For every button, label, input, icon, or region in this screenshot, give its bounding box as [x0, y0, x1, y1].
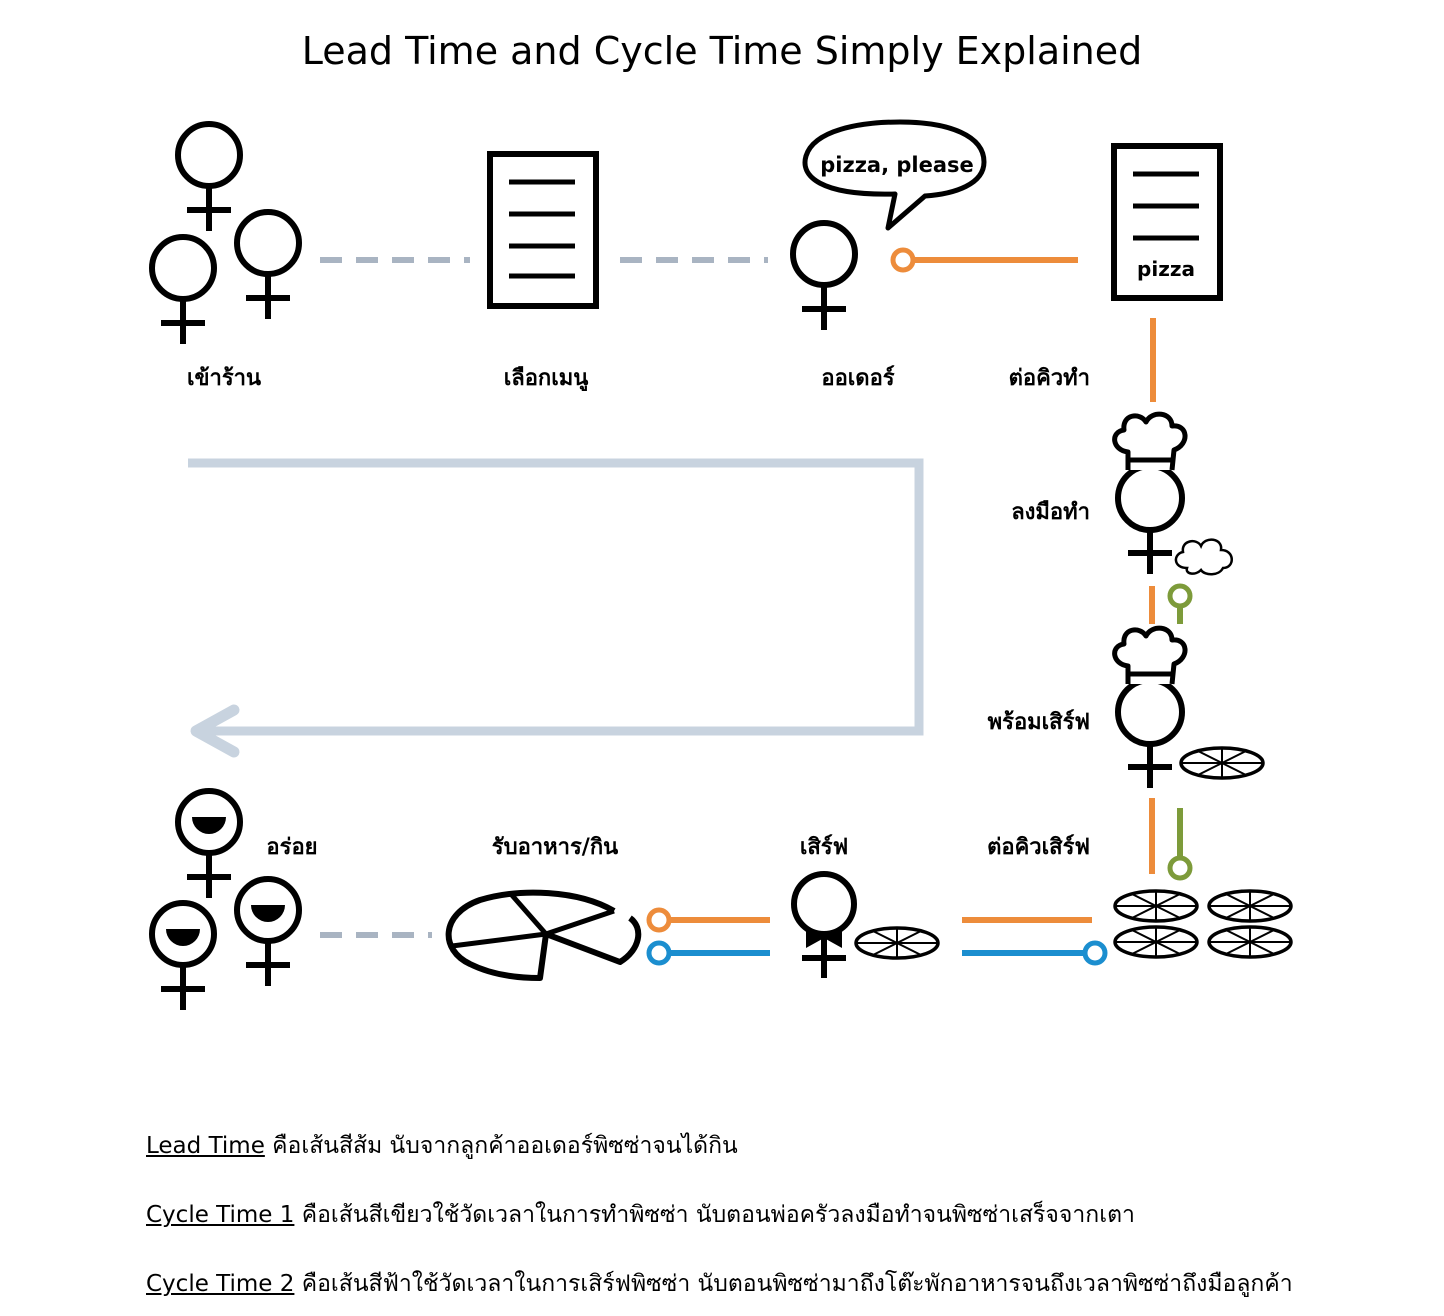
waiter-icon [791, 871, 940, 978]
step-label-enter-shop: เข้าร้าน [187, 366, 261, 391]
legend-term: Lead Time [146, 1133, 265, 1159]
return-flow-arrow [188, 458, 924, 736]
sliced-pizza-icon [445, 889, 642, 981]
step-label-receive-eat: รับอาหาร/กิน [492, 835, 618, 860]
pizza-stack-icon [1113, 889, 1293, 959]
step-label-delicious: อร่อย [266, 835, 317, 860]
order-ticket-icon: pizza [1111, 143, 1223, 301]
legend-lead-time: Lead Time คือเส้นสีส้ม นับจากลูกค้าออเดอ… [146, 1128, 738, 1164]
cycle-time-2-end-marker [646, 940, 672, 966]
return-flow-arrowhead [190, 704, 240, 758]
legend-description: คือเส้นสีฟ้าใช้วัดเวลาในการเสิร์ฟพิซซ่า … [301, 1271, 1293, 1297]
chef-cooking-icon [1115, 414, 1234, 574]
legend-description: คือเส้นสีส้ม นับจากลูกค้าออเดอร์พิซซ่าจน… [272, 1133, 738, 1159]
lead-time-start-marker [890, 247, 916, 273]
step-label-queue-serve: ต่อคิวเสิร์ฟ [987, 834, 1090, 860]
cycle-time-2-start-marker [1082, 940, 1108, 966]
chef-ready-icon [1115, 628, 1265, 788]
step-label-start-cooking: ลงมือทำ [1011, 500, 1090, 525]
cycle-time-1-end-marker [1167, 855, 1193, 881]
legend-cycle-time-2: Cycle Time 2 คือเส้นสีฟ้าใช้วัดเวลาในการ… [146, 1266, 1293, 1302]
happy-customer-group-icon [152, 791, 299, 1010]
speech-bubble: pizza, please [802, 119, 987, 231]
diagram-title: Lead Time and Cycle Time Simply Explaine… [302, 29, 1143, 73]
step-label-choose-menu: เลือกเมนู [504, 366, 589, 392]
customer-group-icon [152, 124, 299, 344]
order-ticket-text: pizza [1137, 257, 1195, 281]
lead-cycle-time-diagram: Lead Time and Cycle Time Simply Explaine… [0, 29, 1293, 1100]
menu-document-icon [487, 151, 599, 309]
speech-bubble-text: pizza, please [820, 153, 974, 177]
step-label-queue-cook: ต่อคิวทำ [1009, 366, 1090, 391]
legend-term: Cycle Time 1 [146, 1202, 295, 1228]
ordering-customer-icon [793, 223, 855, 330]
lead-time-end-marker [646, 907, 672, 933]
step-label-order: ออเดอร์ [821, 365, 894, 391]
cycle-time-1-start-marker [1167, 583, 1193, 609]
legend-description: คือเส้นสีเขียวใช้วัดเวลาในการทำพิซซ่า นั… [301, 1202, 1135, 1228]
step-label-serve: เสิร์ฟ [800, 834, 848, 860]
legend-cycle-time-1: Cycle Time 1 คือเส้นสีเขียวใช้วัดเวลาในก… [146, 1197, 1135, 1233]
step-label-ready-to-serve: พร้อมเสิร์ฟ [988, 709, 1090, 735]
legend-term: Cycle Time 2 [146, 1271, 295, 1297]
